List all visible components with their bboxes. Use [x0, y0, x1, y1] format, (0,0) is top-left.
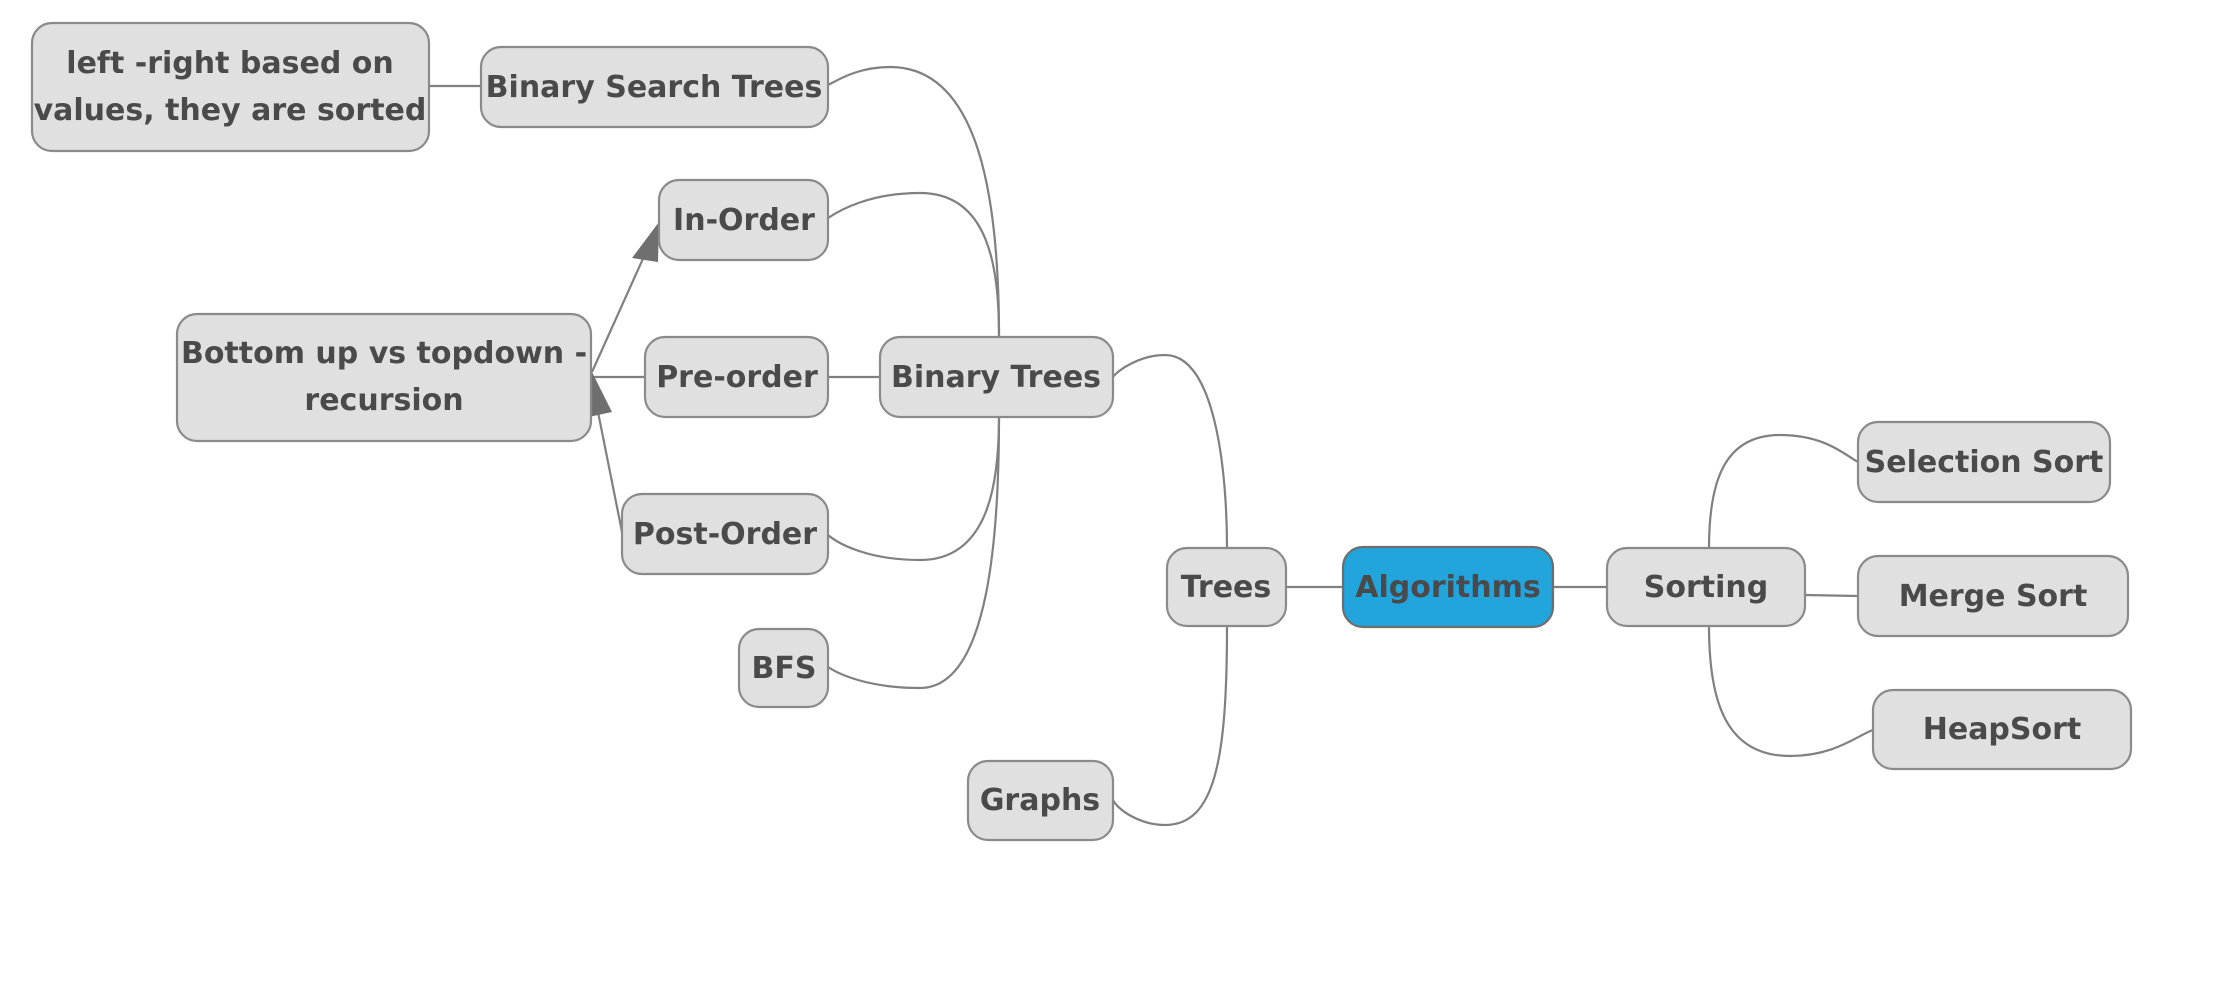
node-label: Post-Order — [633, 517, 817, 552]
connector-binary-trees-bfs — [827, 416, 1001, 690]
node-label: Merge Sort — [1899, 579, 2088, 614]
node-label-line-2: recursion — [304, 383, 463, 418]
node-trees[interactable]: Trees — [1165, 546, 1288, 628]
node-label-line-1: Bottom up vs topdown - — [181, 336, 587, 371]
arrowhead-in-order — [632, 222, 659, 262]
node-pre-order[interactable]: Pre-order — [643, 335, 830, 419]
node-algorithms[interactable]: Algorithms — [1341, 545, 1555, 629]
node-label: Pre-order — [656, 360, 818, 395]
node-label-line-2: values, they are sorted — [34, 93, 427, 128]
node-post-order[interactable]: Post-Order — [620, 492, 830, 576]
connector-trees-binary-trees — [1112, 353, 1229, 549]
connector-binary-trees-bst — [827, 65, 1001, 338]
node-binary-trees[interactable]: Binary Trees — [878, 335, 1115, 419]
node-merge-sort[interactable]: Merge Sort — [1856, 554, 2130, 638]
node-label: Graphs — [980, 783, 1100, 818]
node-label: Trees — [1181, 570, 1272, 605]
node-label: Binary Search Trees — [486, 70, 823, 105]
connector-sorting-merge-sort — [1804, 593, 1859, 598]
node-in-order[interactable]: In-Order — [657, 178, 830, 262]
connector-sorting-heap-sort — [1707, 625, 1874, 758]
connector-binary-trees-in-order — [827, 191, 1001, 338]
node-label: In-Order — [673, 203, 815, 238]
node-label: Sorting — [1644, 570, 1768, 605]
node-graphs[interactable]: Graphs — [966, 759, 1115, 842]
node-bst-note[interactable]: left -right based on values, they are so… — [30, 21, 431, 153]
connector-sorting-selection-sort — [1707, 433, 1859, 549]
node-label: Binary Trees — [891, 360, 1101, 395]
node-bfs[interactable]: BFS — [737, 627, 830, 709]
node-recursion-note[interactable]: Bottom up vs topdown - recursion — [175, 312, 593, 443]
connector-binary-trees-post-order — [827, 416, 1001, 562]
node-label: Selection Sort — [1865, 445, 2104, 480]
connectors — [429, 65, 1874, 827]
node-label-line-1: left -right based on — [66, 46, 393, 81]
node-label: BFS — [752, 651, 817, 686]
connector-trees-graphs — [1112, 625, 1229, 827]
node-label: Algorithms — [1355, 570, 1540, 605]
connector-recursion-in-order-arrow — [590, 251, 648, 373]
node-sorting[interactable]: Sorting — [1605, 546, 1807, 628]
node-selection-sort[interactable]: Selection Sort — [1856, 420, 2112, 504]
node-label: HeapSort — [1923, 712, 2082, 747]
node-binary-search-trees[interactable]: Binary Search Trees — [479, 45, 830, 129]
node-heap-sort[interactable]: HeapSort — [1871, 688, 2133, 771]
